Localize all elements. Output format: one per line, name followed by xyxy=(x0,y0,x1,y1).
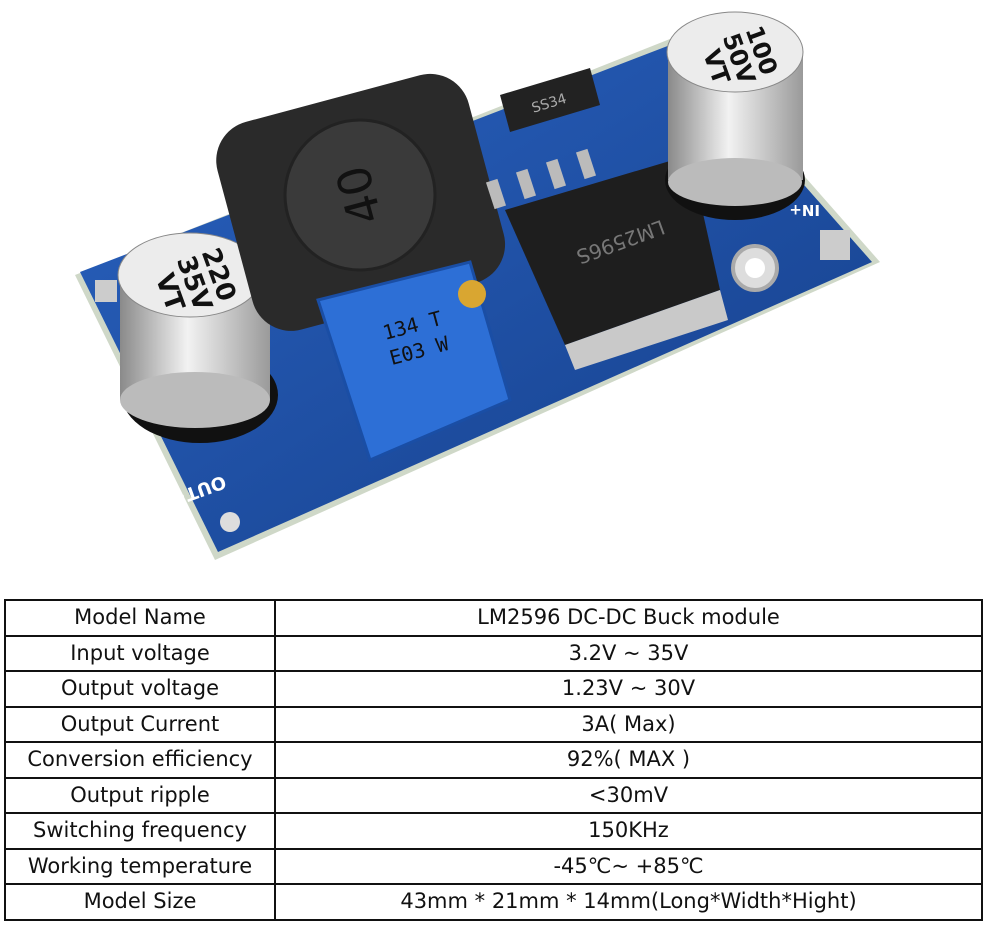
spec-label: Input voltage xyxy=(4,634,276,672)
spec-label: Working temperature xyxy=(4,847,276,885)
spec-value: <30mV xyxy=(274,776,983,814)
spec-label: Switching frequency xyxy=(4,812,276,850)
diode: SS34 xyxy=(500,68,600,132)
trimmer-potentiometer: 134 T E03 W xyxy=(316,260,512,463)
table-row: Output ripple<30mV xyxy=(4,776,983,814)
spec-value: 150KHz xyxy=(274,812,983,850)
capacitor-left: 220 35V VT xyxy=(117,232,278,443)
spec-label: Conversion efficiency xyxy=(4,741,276,779)
spec-label: Model Name xyxy=(4,599,276,637)
inductor: 40 xyxy=(216,73,506,331)
spec-value: LM2596 DC-DC Buck module xyxy=(274,599,983,637)
product-photo: 220 35V VT 40 134 T E03 W LM2596S SS34 xyxy=(75,11,880,560)
spec-value: 43mm * 21mm * 14mm(Long*Width*Hight) xyxy=(274,883,983,921)
pad xyxy=(95,280,117,302)
spec-label: Output voltage xyxy=(4,670,276,708)
spec-label: Output Current xyxy=(4,705,276,743)
mounting-hole xyxy=(220,512,240,532)
spec-value: -45℃~ +85℃ xyxy=(274,847,983,885)
spec-value: 3.2V ~ 35V xyxy=(274,634,983,672)
spec-label: Model Size xyxy=(4,883,276,921)
spec-value: 3A( Max) xyxy=(274,705,983,743)
table-row: Working temperature-45℃~ +85℃ xyxy=(4,847,983,885)
spec-label: Output ripple xyxy=(4,776,276,814)
in-plus-label: IN+ xyxy=(789,201,820,219)
spec-value: 92%( MAX ) xyxy=(274,741,983,779)
capacitor-right: 100 50V VT xyxy=(665,11,805,220)
pad xyxy=(820,230,850,260)
spec-value: 1.23V ~ 30V xyxy=(274,670,983,708)
regulator-chip: LM2596S xyxy=(485,148,728,370)
